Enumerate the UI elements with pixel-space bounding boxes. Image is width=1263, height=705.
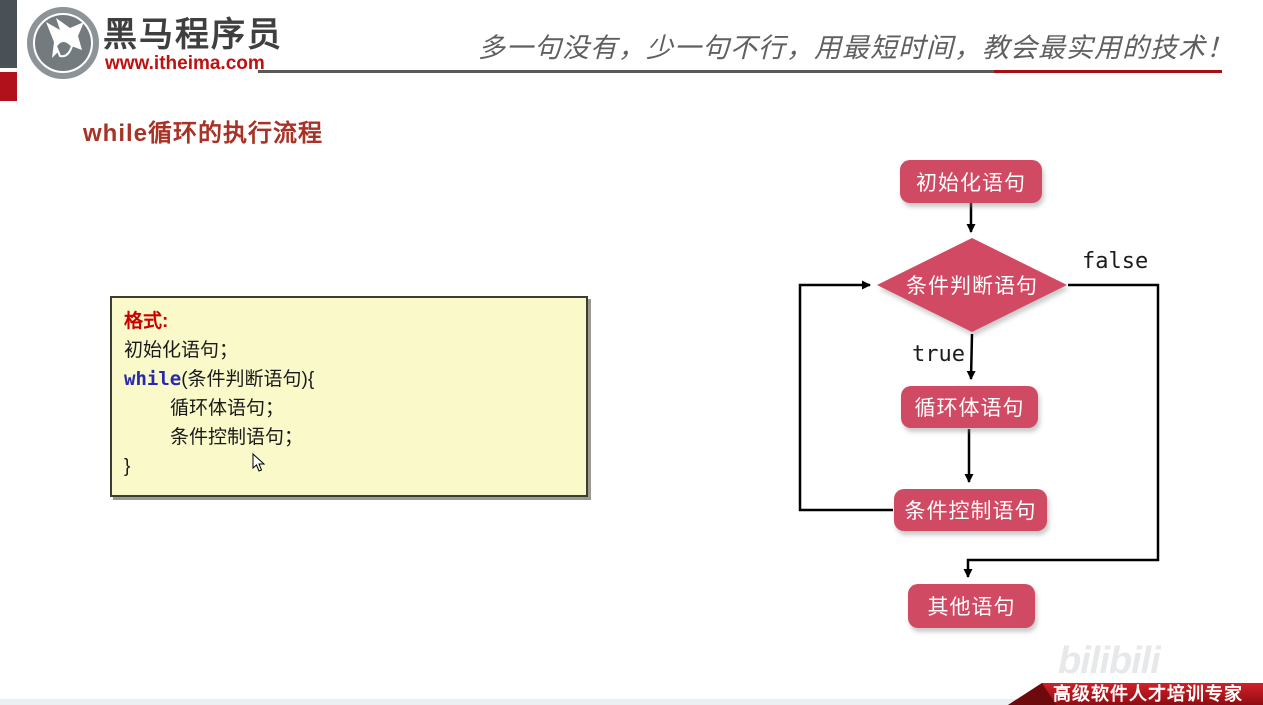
flow-node-other: 其他语句 [908,584,1035,628]
bilibili-watermark: bilibili [1058,640,1161,682]
left-edge-red-square [0,72,17,101]
header-divider [258,70,1222,73]
edge-label-false: false [1082,249,1149,274]
code-line-control: 条件控制语句； [170,427,304,448]
code-line-body: 循环体语句； [170,398,285,419]
header-slogan: 多一句没有，少一句不行，用最短时间，教会最实用的技术！ [478,33,1234,64]
bottom-strip [0,699,1263,705]
brand-url: www.itheima.com [105,53,265,74]
code-format-box: 格式: 初始化语句； while(条件判断语句){ 循环体语句； 条件控制语句；… [110,296,588,497]
code-line-while: while(条件判断语句){ [124,365,574,394]
horse-logo-icon [27,7,99,79]
flow-node-loop-body: 循环体语句 [901,386,1038,428]
flow-node-condition-control: 条件控制语句 [894,489,1047,531]
page-title: while循环的执行流程 [83,120,324,147]
code-format-label: 格式: [124,311,169,332]
edge-label-true: true [912,342,965,367]
mouse-cursor [252,453,266,472]
while-keyword: while [124,368,182,390]
header-divider-red-segment [994,70,1222,73]
code-line-close-brace: } [124,456,131,477]
while-condition: (条件判断语句){ [181,369,315,390]
flow-node-condition: 条件判断语句 [906,275,1038,298]
flow-node-init: 初始化语句 [900,160,1042,203]
footer-banner-text: 高级软件人才培训专家 [1053,684,1243,704]
left-edge-gray-bar [0,0,17,68]
code-line-init: 初始化语句； [124,340,239,361]
brand-name: 黑马程序员 [103,16,283,54]
brand-logo: 黑马程序员 www.itheima.com [26,6,446,79]
